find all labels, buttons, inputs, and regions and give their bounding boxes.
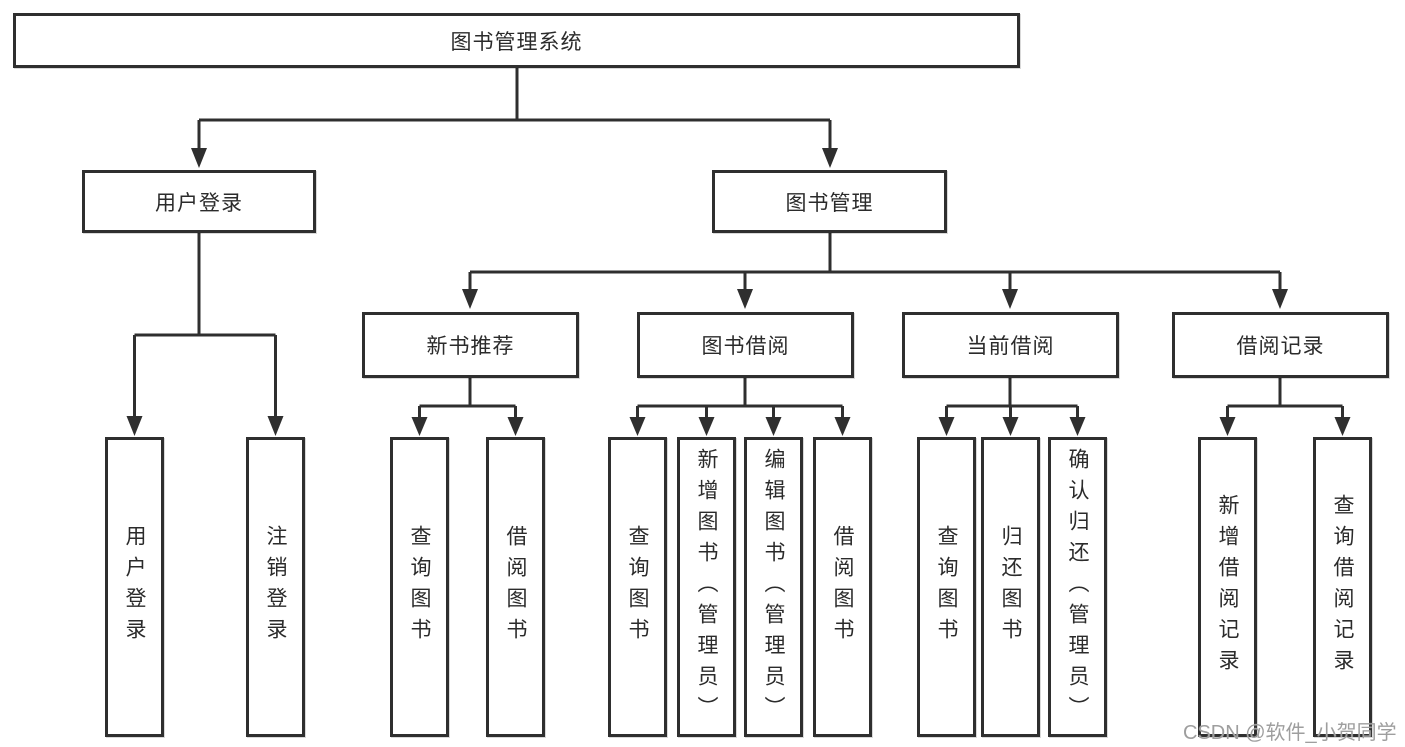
leaf-current-query-books: 查询图书 [917,437,976,737]
node-user-login: 用户登录 [82,170,316,233]
node-current-borrowing: 当前借阅 [902,312,1119,378]
connector-new-book-split [411,376,524,436]
node-new-book-recommend: 新书推荐 [362,312,579,378]
node-book-management: 图书管理 [712,170,947,233]
connector-current-borrow-split [938,376,1086,436]
connector-book-management-split [462,231,1288,309]
node-book-management-label: 图书管理 [785,191,874,215]
node-borrowing-records: 借阅记录 [1172,312,1389,378]
leaf-recommend-borrow-books: 借阅图书 [486,437,545,737]
leaf-record-add-borrow-record: 新增借阅记录 [1198,437,1257,737]
connector-user-login-split [126,231,284,436]
node-library-system: 图书管理系统 [13,13,1020,68]
node-library-system-label: 图书管理系统 [450,30,583,54]
node-user-login-label: 用户登录 [155,191,243,215]
leaf-recommend-query-books: 查询图书 [390,437,449,737]
connector-book-borrow-split [629,376,851,436]
node-book-borrowing-label: 图书借阅 [701,335,790,358]
leaf-logout: 注销登录 [246,437,305,737]
leaf-borrowing-query-books: 查询图书 [608,437,667,737]
connector-root-split [191,66,838,168]
node-book-borrowing: 图书借阅 [637,312,854,378]
leaf-borrowing-edit-books-admin: 编辑图书（管理员） [744,437,803,737]
leaf-record-query-borrow-record: 查询借阅记录 [1313,437,1372,737]
node-borrowing-records-label: 借阅记录 [1236,335,1325,358]
leaf-user-login: 用户登录 [105,437,164,737]
leaf-borrowing-borrow-books: 借阅图书 [813,437,872,737]
node-current-borrowing-label: 当前借阅 [966,335,1055,358]
leaf-current-return-books: 归还图书 [981,437,1040,737]
csdn-watermark: CSDN @软件_小贺同学 [1183,722,1397,744]
node-new-book-recommend-label: 新书推荐 [426,335,515,358]
leaf-borrowing-add-books-admin: 新增图书（管理员） [677,437,736,737]
connector-borrow-record-split [1219,376,1351,436]
leaf-current-confirm-return-admin: 确认归还（管理员） [1048,437,1107,737]
